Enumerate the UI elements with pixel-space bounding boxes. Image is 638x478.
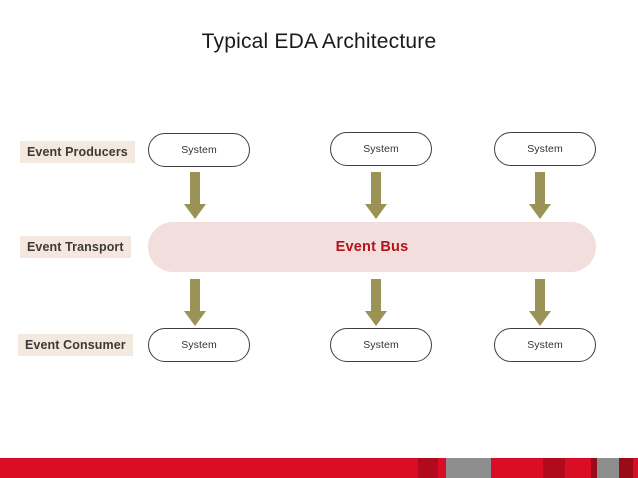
- consumer-system-box-3[interactable]: System: [494, 328, 596, 362]
- event-bus-node[interactable]: Event Bus: [148, 222, 596, 272]
- footer-band-segment-1: [0, 458, 418, 478]
- page-title: Typical EDA Architecture: [201, 30, 437, 53]
- footer-band-segment-8: [591, 458, 597, 478]
- footer-band-segment-9: [597, 458, 619, 478]
- row-label-event-consumer: Event Consumer: [18, 334, 133, 356]
- arrow-down-icon-producer-1: [183, 172, 207, 220]
- row-label-event-producers: Event Producers: [20, 141, 135, 163]
- footer-band-segment-11: [633, 458, 638, 478]
- system-label: System: [527, 339, 563, 351]
- system-label: System: [181, 339, 217, 351]
- event-bus-label: Event Bus: [335, 239, 409, 255]
- arrow-down-icon-consumer-1: [183, 279, 207, 327]
- footer-band-segment-3: [438, 458, 446, 478]
- row-label-event-transport: Event Transport: [20, 236, 131, 258]
- footer-band-segment-6: [543, 458, 565, 478]
- arrow-down-icon-consumer-3: [528, 279, 552, 327]
- system-label: System: [181, 144, 217, 156]
- producer-system-box-1[interactable]: System: [148, 133, 250, 167]
- footer-band-segment-10: [619, 458, 633, 478]
- producer-system-box-3[interactable]: System: [494, 132, 596, 166]
- consumer-system-box-1[interactable]: System: [148, 328, 250, 362]
- producer-system-box-2[interactable]: System: [330, 132, 432, 166]
- footer-band-segment-2: [418, 458, 438, 478]
- system-label: System: [363, 143, 399, 155]
- footer-band-segment-7: [565, 458, 591, 478]
- arrow-down-icon-consumer-2: [364, 279, 388, 327]
- footer-band-segment-5: [491, 458, 543, 478]
- footer-band-segment-4: [446, 458, 491, 478]
- arrow-down-icon-producer-2: [364, 172, 388, 220]
- arrow-down-icon-producer-3: [528, 172, 552, 220]
- system-label: System: [527, 143, 563, 155]
- system-label: System: [363, 339, 399, 351]
- consumer-system-box-2[interactable]: System: [330, 328, 432, 362]
- footer-decorative-band: [0, 458, 638, 478]
